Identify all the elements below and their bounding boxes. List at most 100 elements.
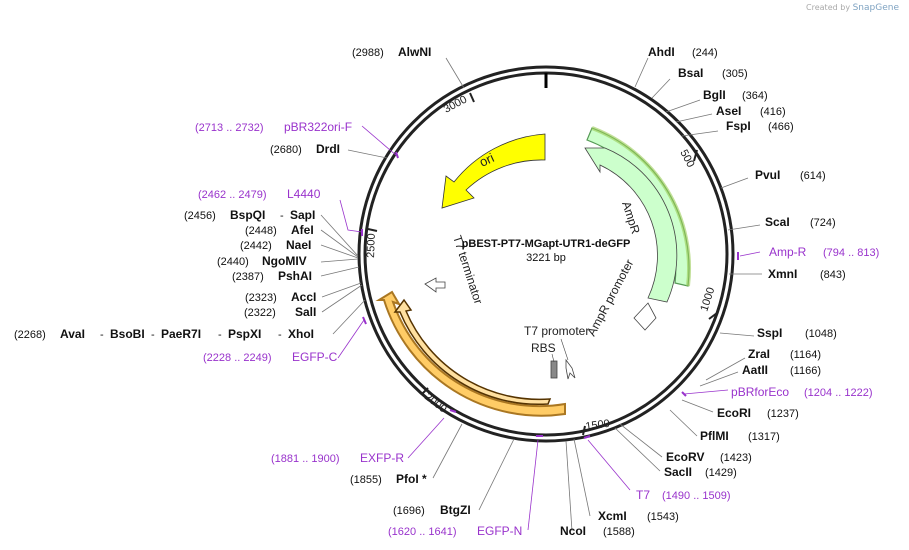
site-multi-dash-3: - <box>218 329 222 341</box>
primer-pbr322ori-f-range: (2713 .. 2732) <box>195 122 264 134</box>
site-scai-pos: (724) <box>810 217 836 229</box>
site-bspqi-pos: (2456) <box>184 210 216 222</box>
site-ncoi-name: NcoI <box>560 524 586 538</box>
site-multi-pos: (2268) <box>14 329 46 341</box>
site-bspqi-name: BspQI <box>230 208 265 222</box>
primer-egfp-n-range: (1620 .. 1641) <box>388 526 457 538</box>
primer-l4440-range: (2462 .. 2479) <box>198 189 267 201</box>
site-drdi-name: DrdI <box>316 142 340 156</box>
site-ecori-pos: (1237) <box>767 408 799 420</box>
snapgene-logo: SnapGene <box>852 3 899 13</box>
site-pshai-pos: (2387) <box>232 271 264 283</box>
site-pvui-pos: (614) <box>800 170 826 182</box>
site-scai-name: ScaI <box>765 215 790 229</box>
site-ahdi-pos: (244) <box>692 47 718 59</box>
site-asei-pos: (416) <box>760 106 786 118</box>
primer-pbrforeco-range: (1204 .. 1222) <box>804 387 873 399</box>
tick-label-1000: 1000 <box>698 286 717 313</box>
site-leaders <box>320 57 762 532</box>
tick-marks <box>367 92 718 436</box>
site-bspqi-dash: - <box>280 210 284 222</box>
site-sacii-pos: (1429) <box>705 467 737 479</box>
site-xmni-pos: (843) <box>820 269 846 281</box>
site-naei-pos: (2442) <box>240 240 272 252</box>
site-ngomiv-pos: (2440) <box>217 256 249 268</box>
credit: Created by SnapGene <box>806 3 899 13</box>
site-alwni-name: AlwNI <box>398 45 431 59</box>
site-bgli-name: BglI <box>703 88 726 102</box>
site-xcmi-pos: (1543) <box>647 511 679 523</box>
site-zrai-pos: (1164) <box>790 349 821 361</box>
site-bgli-pos: (364) <box>742 90 768 102</box>
site-sacii-name: SacII <box>664 465 692 479</box>
site-btgzi-name: BtgZI <box>440 503 471 517</box>
site-afei-name: AfeI <box>291 223 314 237</box>
site-paer7i-name: PaeR7I <box>161 327 201 341</box>
ori-feature: ori <box>441 133 546 209</box>
site-multi-dash-4: - <box>278 329 282 341</box>
primer-exfp-r-range: (1881 .. 1900) <box>271 453 340 465</box>
primer-egfp-n-name: EGFP-N <box>477 524 522 538</box>
site-bsai-pos: (305) <box>722 68 748 80</box>
site-xhoi-name: XhoI <box>288 327 314 341</box>
site-xcmi-name: XcmI <box>598 509 627 523</box>
site-sspi-pos: (1048) <box>805 328 837 340</box>
site-afei-pos: (2448) <box>245 225 277 237</box>
site-naei-name: NaeI <box>286 238 311 252</box>
primer-amp-r-range: (794 .. 813) <box>823 247 879 259</box>
site-ngomiv-name: NgoMIV <box>262 254 307 268</box>
primer-egfp-c-range: (2228 .. 2249) <box>203 352 272 364</box>
backbone <box>357 65 735 443</box>
site-ecorv-pos: (1423) <box>720 452 752 464</box>
primer-t7-name: T7 <box>636 488 650 502</box>
site-multi-dash-2: - <box>151 329 155 341</box>
site-sapi-name: SapI <box>290 208 315 222</box>
site-sali-name: SalI <box>295 305 316 319</box>
t7-promoter-label: T7 promoter <box>524 324 589 338</box>
site-btgzi-pos: (1696) <box>393 505 425 517</box>
site-ahdi-name: AhdI <box>648 45 675 59</box>
ampr-label: AmpR <box>619 200 643 236</box>
ampr-promoter-inner-label: AmpR promoter <box>584 257 636 338</box>
site-pshai-name: PshAI <box>278 269 312 283</box>
site-sspi-name: SspI <box>757 326 782 340</box>
primer-marks <box>361 151 739 439</box>
ori-label: ori <box>477 150 497 170</box>
site-alwni-pos: (2988) <box>352 47 384 59</box>
site-fspi-pos: (466) <box>768 121 794 133</box>
t7-promoter-feature <box>565 358 576 380</box>
site-ecori-name: EcoRI <box>717 406 751 420</box>
primer-egfp-c-name: EGFP-C <box>292 350 338 364</box>
site-pflmi-pos: (1317) <box>748 431 780 443</box>
primer-pbrforeco-name: pBRforEco <box>731 385 789 399</box>
site-drdi-pos: (2680) <box>270 144 302 156</box>
site-pvui-name: PvuI <box>755 168 780 182</box>
site-aatii-pos: (1166) <box>790 365 821 377</box>
rbs-feature <box>550 360 558 379</box>
site-avai-name: AvaI <box>60 327 85 341</box>
tick-label-1500: 1500 <box>585 418 611 433</box>
plasmid-length: 3221 bp <box>526 252 566 264</box>
credit-prefix: Created by <box>806 3 851 12</box>
primer-amp-r-name: Amp-R <box>769 245 807 259</box>
site-sali-pos: (2322) <box>244 307 276 319</box>
site-ncoi-pos: (1588) <box>603 526 635 538</box>
primer-t7-range: (1490 .. 1509) <box>662 490 731 502</box>
rbs-label: RBS <box>531 341 556 355</box>
site-acci-name: AccI <box>291 290 316 304</box>
site-pflmi-name: PflMI <box>700 429 729 443</box>
primer-pbr322ori-f-name: pBR322ori-F <box>284 120 352 134</box>
site-pfoi-pos: (1855) <box>350 474 382 486</box>
site-ecorv-name: EcoRV <box>666 450 704 464</box>
site-bsobi-name: BsoBI <box>110 327 145 341</box>
primer-exfp-r-name: EXFP-R <box>360 451 404 465</box>
site-asei-name: AseI <box>716 104 741 118</box>
site-zrai-name: ZraI <box>748 347 770 361</box>
site-fspi-name: FspI <box>726 119 751 133</box>
gfp-feature <box>375 290 566 417</box>
primer-l4440-name: L4440 <box>287 187 321 201</box>
tick-label-2500: 2500 <box>365 233 378 258</box>
site-multi-dash-1: - <box>100 329 104 341</box>
site-xmni-name: XmnI <box>768 267 797 281</box>
